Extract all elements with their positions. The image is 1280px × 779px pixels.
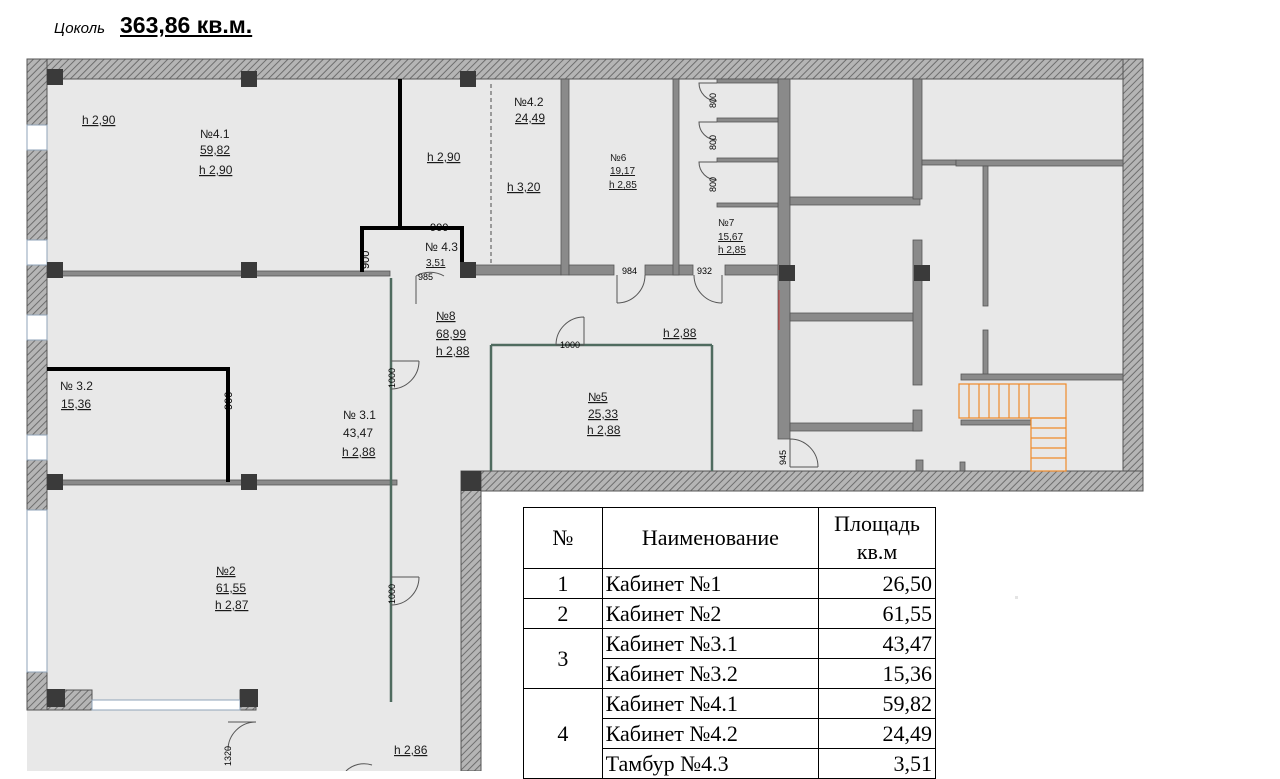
room-3-2-area: 15,36 [61,397,91,411]
header-area: Площадь кв.м [818,507,936,569]
header-no: № [523,507,603,569]
header-area-line2: кв.м [856,539,898,564]
room-6-area: 19,17 [610,166,635,177]
room-4-1-height: h 2,90 [199,163,233,177]
stray-dot [1015,596,1018,599]
room-1-height: h 2,86 [394,743,428,757]
floor-label: Цоколь [54,20,106,37]
room-6-name: №6 [610,153,627,164]
dim-900-top: 900 [430,222,448,234]
table-row: 4 Кабинет №4.1 59,82 [523,688,936,779]
room-4-2-area: 24,49 [515,111,545,125]
room-2-name: №2 [216,564,236,578]
row-area: 59,82 [818,688,936,719]
room-area-table: № Наименование Площадь кв.м 1 Кабинет №1… [523,507,936,779]
room-8-area: 68,99 [436,327,466,341]
room-3-1-height: h 2,88 [342,445,376,459]
doors [227,82,819,771]
room-3-2-name: № 3.2 [60,379,93,393]
dim-1320: 1320 [223,746,233,766]
dim-984: 984 [622,266,637,276]
room-4-2-height: h 3,20 [507,180,541,194]
room-2-area: 61,55 [216,581,246,595]
room-5-area: 25,33 [588,407,618,421]
row-no: 4 [523,688,603,779]
dim-900-vert: 900 [360,251,372,269]
room-7-name: №7 [718,218,735,229]
dim-1000-room5: 1000 [560,340,580,350]
table-row: 1 Кабинет №1 26,50 [523,568,936,599]
row-area: 43,47 [818,628,936,659]
dim-985: 985 [418,272,433,282]
room-3-1-name: № 3.1 [343,408,376,422]
row-no: 1 [523,568,603,599]
room-6-height: h 2,85 [609,180,637,191]
row-name: Кабинет №3.2 [601,658,820,689]
table-row: 2 Кабинет №2 61,55 [523,598,936,629]
interior-walls [46,78,1124,486]
room-7-area: 15,67 [718,232,743,243]
room-4-3-name: № 4.3 [425,240,458,254]
row-area: 26,50 [818,568,936,599]
row-no: 2 [523,598,603,629]
room-7-height: h 2,85 [718,245,746,256]
room-4-3-area: 3,51 [426,258,446,269]
stairs [958,383,1067,472]
dim-932: 932 [697,266,712,276]
row-no: 3 [523,628,603,689]
room-labels: h 2,90 №4.1 59,82 h 2,90 №4.2 24,49 h 2,… [60,95,746,757]
total-area-title: 363,86 кв.м. [120,12,253,38]
room-4-2-extra-height: h 2,90 [427,150,461,164]
room-8-name: №8 [436,309,456,323]
exterior-walls [26,58,1144,771]
header-area-line1: Площадь [834,511,920,536]
table-row: Кабинет №3.2 15,36 [524,658,936,689]
table-row: 3 Кабинет №3.1 43,47 [523,628,936,689]
room-2-height: h 2,87 [215,598,249,612]
row-name: Кабинет №4.1 [601,688,820,719]
row-name: Кабинет №1 [601,568,820,599]
room-4-1-area: 59,82 [200,143,230,157]
table-header-row: № Наименование Площадь кв.м [523,507,936,569]
dim-800-a: 800 [708,93,718,108]
partition-lines [47,79,464,482]
columns [47,69,930,707]
room-5-height: h 2,88 [587,423,621,437]
row-area: 61,55 [818,598,936,629]
dim-945: 945 [778,450,788,465]
dim-800-b: 800 [708,135,718,150]
room-4-1-name: №4.1 [200,127,230,141]
row-name: Кабинет №3.1 [601,628,820,659]
room-3-1-area: 43,47 [343,426,373,440]
room-4-2-name: №4.2 [514,95,544,109]
dim-1000-room31: 1000 [387,368,397,388]
row-area: 15,36 [818,658,936,689]
room-8-extra-height: h 2,88 [663,326,697,340]
row-name: Кабинет №2 [601,598,820,629]
dim-800-c: 800 [708,177,718,192]
row-area: 3,51 [818,748,936,779]
dimension-labels: 900 900 900 985 984 932 1000 1000 1000 9… [223,93,788,766]
room-4-1-extra-height: h 2,90 [82,113,116,127]
room-8-height: h 2,88 [436,344,470,358]
room-5-name: №5 [588,390,608,404]
dim-900-left: 900 [223,392,235,410]
header-name: Наименование [601,507,820,569]
table-row: Кабинет №4.2 24,49 [524,718,936,749]
dim-1000-room2: 1000 [387,584,397,604]
windows [26,124,241,711]
row-area: 24,49 [818,718,936,749]
row-name: Кабинет №4.2 [601,718,820,749]
row-name: Тамбур №4.3 [601,748,820,779]
glass-partitions [389,278,714,702]
